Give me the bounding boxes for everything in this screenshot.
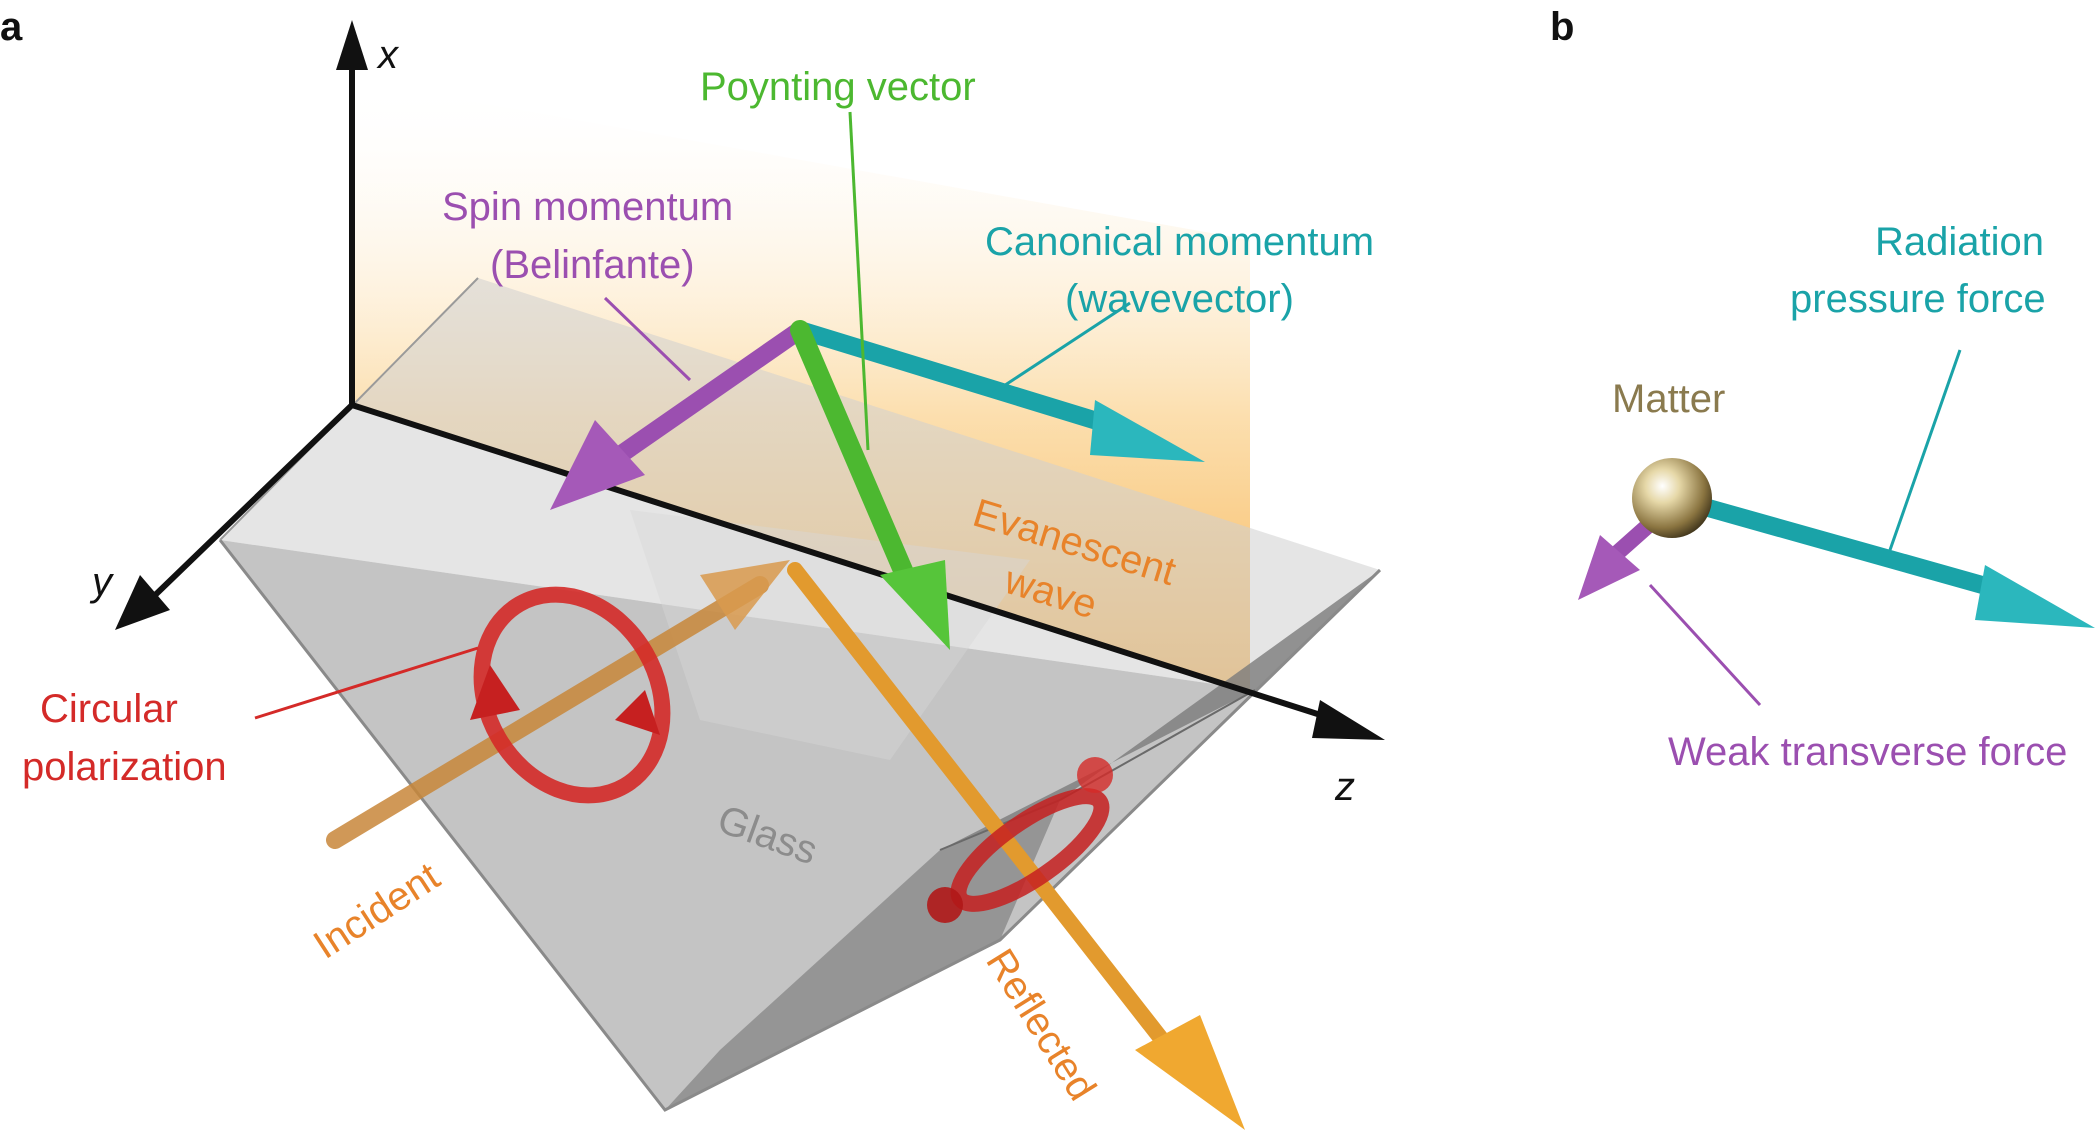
radiation-pressure-vector bbox=[1671, 491, 2095, 628]
poynting-vector bbox=[790, 320, 950, 650]
circular-polarization-loops bbox=[470, 586, 1113, 923]
spin-momentum-label: Spin momentum bbox=[442, 185, 733, 229]
radiation-pressure-label: Radiation bbox=[1875, 220, 2044, 264]
weak-transverse-force-label: Weak transverse force bbox=[1668, 730, 2067, 774]
canonical-momentum-vector bbox=[791, 321, 1205, 462]
incident-label: Incident bbox=[306, 854, 447, 967]
matter-label: Matter bbox=[1612, 377, 1725, 421]
matter-sphere bbox=[1632, 458, 1712, 538]
reflected-label: Reflected bbox=[977, 941, 1104, 1108]
panel-a: a x y z Poynting vector Spin momentum (B… bbox=[0, 5, 1385, 1130]
spin-momentum-sublabel: (Belinfante) bbox=[490, 243, 695, 287]
spin-momentum-vector bbox=[550, 321, 809, 510]
z-axis-label: z bbox=[1334, 765, 1355, 809]
radiation-pressure-sublabel: pressure force bbox=[1790, 277, 2046, 321]
x-axis-label: x bbox=[376, 33, 400, 77]
x-axis-arrowhead bbox=[336, 20, 368, 70]
panel-b: b Matter Radiation pressure force Weak t… bbox=[1550, 5, 2095, 774]
poynting-vector-label: Poynting vector bbox=[700, 65, 976, 109]
reflected-beam bbox=[787, 562, 1245, 1130]
leader-lines bbox=[254, 111, 1131, 720]
canonical-momentum-label: Canonical momentum bbox=[985, 220, 1374, 264]
coordinate-axes bbox=[115, 20, 1385, 740]
reflected-label-group: Reflected bbox=[977, 941, 1104, 1108]
panel-a-letter: a bbox=[0, 5, 23, 49]
panel-b-letter: b bbox=[1550, 5, 1574, 49]
canonical-momentum-sublabel: (wavevector) bbox=[1065, 277, 1294, 321]
z-axis-arrowhead bbox=[1312, 700, 1385, 740]
circular-polarization-sublabel: polarization bbox=[22, 745, 227, 789]
panel-b-leader-lines bbox=[1648, 349, 1962, 707]
circular-polarization-label: Circular bbox=[40, 687, 178, 731]
y-axis-label: y bbox=[89, 560, 115, 604]
y-axis-arrowhead bbox=[115, 575, 170, 630]
incident-label-group: Incident bbox=[306, 854, 447, 967]
incident-beam bbox=[326, 560, 790, 849]
